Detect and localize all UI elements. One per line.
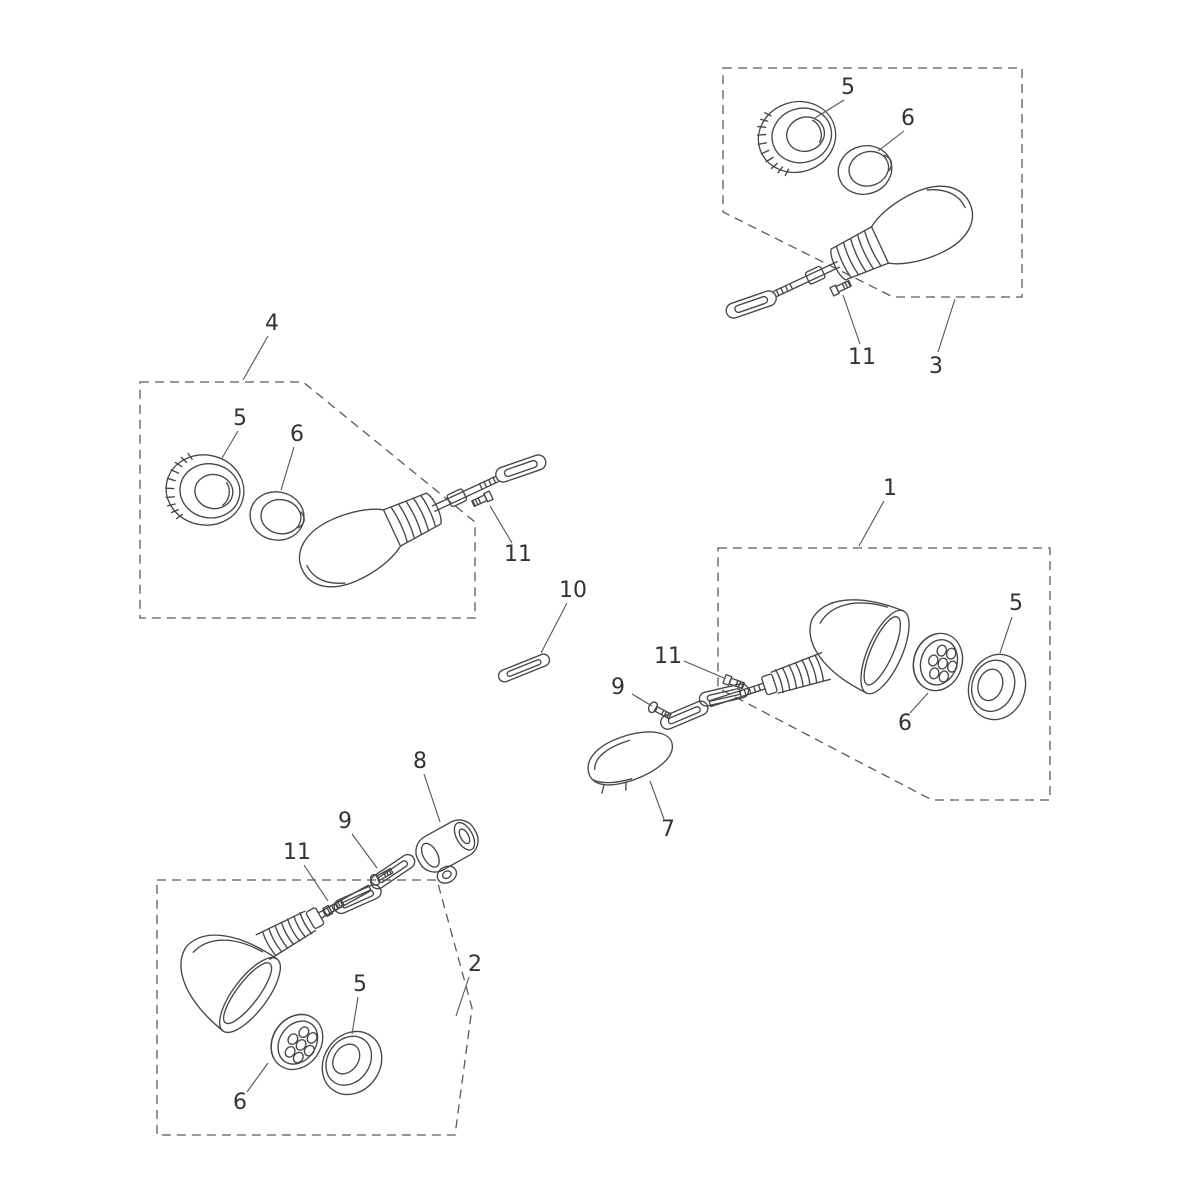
indicator-body-group1 (792, 577, 920, 701)
callout-10-pin: 10 (559, 578, 587, 603)
callout-5-group4: 5 (233, 406, 247, 431)
clamp-8-group2 (409, 813, 492, 892)
indicator-body-group2 (158, 910, 292, 1042)
leader-1-box (858, 500, 885, 547)
leader-5-group3 (814, 99, 845, 119)
leader-11-group1 (683, 660, 725, 679)
indicator-body-group4 (287, 426, 560, 601)
leader-5-group4 (221, 430, 239, 459)
callout-5-group1: 5 (1009, 591, 1023, 616)
group-boundaries (139, 67, 1051, 1136)
seal-6-group3 (831, 138, 900, 202)
callout-6-group4: 6 (290, 422, 304, 447)
group-2-boundary (156, 879, 473, 1136)
led-insert-6-group1 (905, 626, 971, 698)
callout-11-group3: 11 (848, 345, 876, 370)
cover-7-group1 (582, 725, 681, 798)
group-4-boundary (139, 381, 476, 619)
callout-labels: 5 6 11 3 4 5 6 11 10 1 5 6 11 9 7 8 9 11… (233, 75, 1023, 1115)
callout-9-group1: 9 (611, 675, 625, 700)
leader-6-group1 (909, 692, 929, 714)
lens-5-group4 (159, 448, 251, 532)
bolt-11-group3 (829, 278, 853, 297)
group-1-boundary (717, 547, 1051, 801)
callout-group-4: 4 (265, 311, 279, 336)
callout-6-group2: 6 (233, 1090, 247, 1115)
leader-6-group2 (246, 1062, 269, 1093)
leader-5-group2 (351, 996, 359, 1035)
leader-6-group4 (280, 446, 295, 491)
leader-4-box (242, 335, 269, 381)
leader-6-group3 (877, 130, 905, 152)
leader-11-group4 (489, 505, 513, 544)
callout-group-2: 2 (468, 952, 482, 977)
leader-8-group2 (423, 773, 441, 823)
leader-lines (221, 99, 1013, 1093)
callout-11-group2: 11 (283, 840, 311, 865)
callout-6-group1: 6 (898, 711, 912, 736)
callout-11-group4: 11 (504, 542, 532, 567)
leader-10-pin (540, 602, 568, 654)
callout-group-1: 1 (883, 476, 897, 501)
callout-group-3: 3 (929, 354, 943, 379)
leader-3-box (937, 298, 956, 353)
parts-lineart (158, 90, 1035, 1107)
leader-5-group1 (999, 616, 1013, 654)
leader-9-group1 (631, 693, 653, 707)
lens-5-group3 (748, 90, 846, 184)
indicator-body-group3 (712, 172, 985, 347)
leader-7-group1 (649, 780, 665, 820)
callout-11-group1: 11 (654, 644, 682, 669)
callout-5-group3: 5 (841, 75, 855, 100)
callout-7-group1: 7 (661, 817, 675, 842)
leader-2-box (455, 976, 470, 1017)
pin-10 (496, 651, 552, 685)
group-3-boundary (722, 67, 1023, 298)
leader-11-group3 (842, 294, 861, 345)
screw-9-group1 (646, 699, 673, 722)
callout-6-group3: 6 (901, 106, 915, 131)
leader-11-group2 (303, 864, 329, 902)
callout-5-group2: 5 (353, 972, 367, 997)
callout-9-group2: 9 (338, 809, 352, 834)
lens-5-group1 (959, 646, 1035, 728)
seal-6-group4 (245, 487, 309, 546)
callout-8-group2: 8 (413, 749, 427, 774)
leader-9-group2 (351, 833, 378, 869)
